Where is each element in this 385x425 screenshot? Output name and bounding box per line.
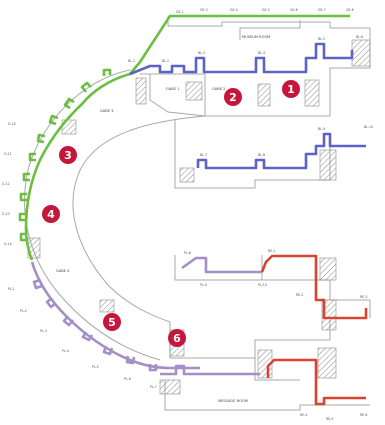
room-gallery-1: GABE 1 bbox=[166, 87, 179, 91]
svg-text:G-14: G-14 bbox=[4, 242, 12, 246]
marker-2-icon[interactable]: 2 bbox=[224, 88, 242, 106]
room-gallery-2: GABE 2 bbox=[212, 87, 225, 91]
svg-text:G-12: G-12 bbox=[2, 182, 10, 186]
svg-text:2: 2 bbox=[229, 91, 237, 104]
room-east: MESSAGE ROOM bbox=[218, 399, 248, 403]
svg-text:BL-8: BL-8 bbox=[258, 153, 265, 157]
blue-route bbox=[129, 42, 366, 170]
svg-text:RE-3: RE-3 bbox=[360, 295, 367, 299]
svg-text:RE-4: RE-4 bbox=[300, 413, 307, 417]
annotation-labels: GE-1 GE-3 GE-4 GE-5 GE-6 GE-7 GE-8 BL-1 … bbox=[2, 8, 373, 421]
room-names: MUSEUM ROOM GABE 1 GABE 2 GABE 3 MESSAGE… bbox=[56, 35, 270, 403]
svg-text:3: 3 bbox=[64, 149, 72, 162]
svg-text:GE-8: GE-8 bbox=[346, 8, 354, 12]
svg-text:BL-1: BL-1 bbox=[128, 59, 135, 63]
svg-text:BL-4: BL-4 bbox=[258, 51, 265, 55]
svg-text:BL-3: BL-3 bbox=[198, 51, 205, 55]
red-route bbox=[260, 254, 368, 406]
marker-4-icon[interactable]: 4 bbox=[42, 205, 60, 223]
svg-text:BL-9: BL-9 bbox=[318, 127, 325, 131]
svg-text:PL-8: PL-8 bbox=[184, 251, 191, 255]
svg-text:G-10: G-10 bbox=[8, 122, 16, 126]
svg-text:GE-4: GE-4 bbox=[230, 8, 238, 12]
svg-text:4: 4 bbox=[47, 208, 55, 221]
marker-6-icon[interactable]: 6 bbox=[168, 329, 186, 347]
svg-text:BL-7: BL-7 bbox=[200, 153, 207, 157]
svg-text:5: 5 bbox=[108, 316, 116, 329]
svg-text:RE-5: RE-5 bbox=[326, 417, 333, 421]
svg-text:PL-1: PL-1 bbox=[8, 287, 15, 291]
marker-1-icon[interactable]: 1 bbox=[282, 80, 300, 98]
svg-text:BL-10: BL-10 bbox=[364, 125, 373, 129]
svg-text:PL-9: PL-9 bbox=[200, 283, 207, 287]
svg-text:BL-5: BL-5 bbox=[318, 37, 325, 41]
svg-text:GE-1: GE-1 bbox=[176, 10, 184, 14]
svg-text:G-11: G-11 bbox=[4, 152, 12, 156]
svg-text:PL-5: PL-5 bbox=[92, 365, 99, 369]
svg-text:PL-4: PL-4 bbox=[62, 349, 69, 353]
svg-text:6: 6 bbox=[173, 332, 181, 345]
svg-text:PL-3: PL-3 bbox=[40, 329, 47, 333]
hatched-walls bbox=[27, 39, 371, 395]
svg-text:BL-2: BL-2 bbox=[162, 59, 169, 63]
marker-5-icon[interactable]: 5 bbox=[103, 313, 121, 331]
svg-text:PL-10: PL-10 bbox=[258, 283, 267, 287]
room-west: MUSEUM ROOM bbox=[242, 35, 270, 39]
room-gallery-4: GABE 4 bbox=[56, 269, 70, 273]
svg-text:GE-7: GE-7 bbox=[318, 8, 326, 12]
svg-text:PL-6: PL-6 bbox=[124, 377, 131, 381]
marker-3-icon[interactable]: 3 bbox=[59, 146, 77, 164]
svg-text:G-13: G-13 bbox=[2, 212, 10, 216]
svg-text:GE-5: GE-5 bbox=[262, 8, 270, 12]
svg-text:GE-3: GE-3 bbox=[200, 8, 208, 12]
svg-text:BL-6: BL-6 bbox=[356, 35, 363, 39]
markers: 1 2 3 4 5 6 bbox=[42, 80, 300, 347]
room-gallery-3: GABE 3 bbox=[100, 109, 113, 113]
green-route bbox=[18, 14, 350, 261]
svg-text:RE-1: RE-1 bbox=[268, 249, 275, 253]
purple-route bbox=[30, 256, 262, 376]
svg-text:1: 1 bbox=[287, 83, 295, 96]
svg-text:PL-7: PL-7 bbox=[150, 385, 157, 389]
svg-text:RE-6: RE-6 bbox=[360, 413, 367, 417]
svg-text:GE-6: GE-6 bbox=[290, 8, 298, 12]
svg-text:PL-2: PL-2 bbox=[20, 309, 27, 313]
svg-text:RE-2: RE-2 bbox=[296, 293, 303, 297]
